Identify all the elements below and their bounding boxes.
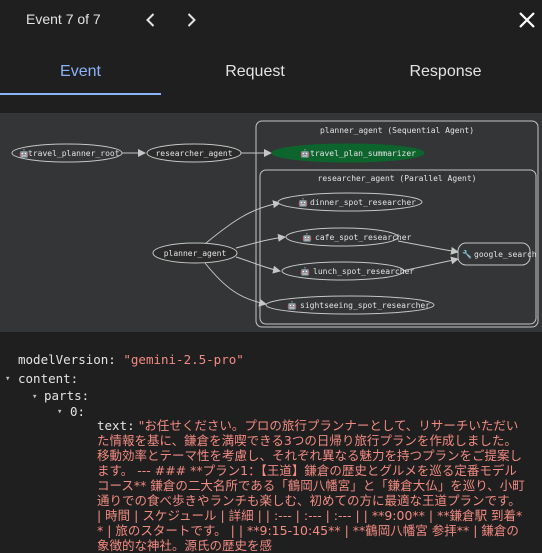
svg-text:travel_planner_root: travel_planner_root [28,149,120,158]
edge-planner-to-lunch [235,256,281,274]
robot-icon: 🤖 [302,232,312,242]
collapse-parts-toggle[interactable]: ▾ [32,392,38,402]
text-value: "お任せください。プロの旅行プランナーとして、リサーチいただいた情報を基に、鎌倉… [97,418,525,553]
svg-text:dinner_spot_researcher: dinner_spot_researcher [310,198,416,207]
event-details: modelVersion: "gemini-2.5-pro" ▾ content… [0,340,542,553]
robot-icon: 🤖 [298,197,308,207]
active-tab-indicator [0,93,161,95]
node-travel-planner-root[interactable]: 🤖 travel_planner_root [11,143,123,163]
edge-planner-to-dinner [199,200,281,249]
wrench-icon: 🔧 [462,249,472,259]
model-version-value: "gemini-2.5-pro" [123,352,244,367]
robot-icon: 🤖 [300,266,310,276]
svg-text:travel_plan_summarizer: travel_plan_summarizer [310,149,416,158]
svg-text:sightseeing_spot_researcher: sightseeing_spot_researcher [300,301,430,310]
node-dinner-spot-researcher[interactable]: 🤖 dinner_spot_researcher [277,192,423,212]
previous-event-button[interactable] [140,9,162,31]
content-key: content: [18,371,79,386]
edge-cafe-to-google [397,240,459,255]
part-text: text: "お任せください。プロの旅行プランナーとして、リサーチいただいた情報… [97,418,527,553]
edge-planner-to-cafe [235,233,286,249]
tab-event[interactable]: Event [60,63,101,80]
svg-text:planner_agent: planner_agent [164,249,227,258]
node-researcher-agent[interactable]: researcher_agent [146,143,242,163]
sequential-agent-cluster [255,120,539,328]
chevron-left-icon [146,13,155,27]
parallel-agent-cluster [259,169,537,325]
parts-key: parts: [44,388,90,403]
next-event-button[interactable] [180,9,202,31]
svg-text:google_search: google_search [474,250,537,259]
robot-icon: 🤖 [19,148,29,158]
detail-tabs: Event Request Response [0,50,542,96]
part-index-key: 0: [70,404,86,419]
chevron-right-icon [187,13,196,27]
robot-icon: 🤖 [300,148,310,158]
tab-request[interactable]: Request [225,63,285,80]
graph-edges [122,149,459,307]
close-button[interactable] [515,8,539,32]
svg-text:cafe_spot_researcher: cafe_spot_researcher [315,233,412,242]
svg-text:lunch_spot_researcher: lunch_spot_researcher [313,267,414,276]
sequential-cluster-label: planner_agent (Sequential Agent) [320,126,474,135]
event-header: Event 7 of 7 [0,0,542,40]
svg-text:researcher_agent: researcher_agent [155,149,232,158]
collapse-part-0-toggle[interactable]: ▾ [57,407,63,417]
event-counter-title: Event 7 of 7 [26,11,101,27]
robot-icon: 🤖 [287,300,297,310]
close-icon [519,12,535,28]
node-sightseeing-spot-researcher[interactable]: 🤖 sightseeing_spot_researcher [265,295,435,315]
model-version-row: modelVersion: "gemini-2.5-pro" [18,352,244,367]
node-planner-agent[interactable]: planner_agent [152,242,238,264]
edge-planner-to-sightseeing [204,262,267,307]
node-cafe-spot-researcher[interactable]: 🤖 cafe_spot_researcher [285,227,412,247]
model-version-key: modelVersion: [18,352,116,367]
edge-lunch-to-google [401,256,459,272]
text-key: text: [97,418,135,433]
tab-response[interactable]: Response [409,63,482,80]
node-google-search[interactable]: 🔧 google_search [457,242,537,266]
agent-graph: planner_agent (Sequential Agent) researc… [0,113,542,332]
collapse-content-toggle[interactable]: ▾ [5,374,11,384]
parallel-cluster-label: researcher_agent (Parallel Agent) [318,174,477,183]
node-lunch-spot-researcher[interactable]: 🤖 lunch_spot_researcher [281,261,414,281]
node-travel-plan-summarizer[interactable]: 🤖 travel_plan_summarizer [271,143,425,163]
